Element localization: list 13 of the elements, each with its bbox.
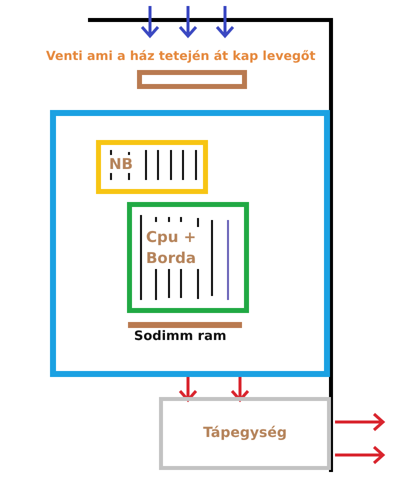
cpu-box [127, 202, 249, 313]
node-label: Sodimm ram [134, 329, 226, 344]
node-label: Cpu + Borda [146, 227, 202, 269]
node-label: NB [109, 155, 133, 173]
enclosure-box [50, 110, 330, 377]
arrow [335, 446, 384, 464]
arrow [230, 374, 250, 402]
arrow [178, 374, 198, 402]
arrow [335, 412, 384, 432]
node-label: Tápegység [202, 425, 288, 441]
power-supply-box [159, 397, 331, 470]
node-label: Venti ami a ház tetején át kap levegőt [46, 48, 316, 63]
chip-box [96, 140, 208, 194]
